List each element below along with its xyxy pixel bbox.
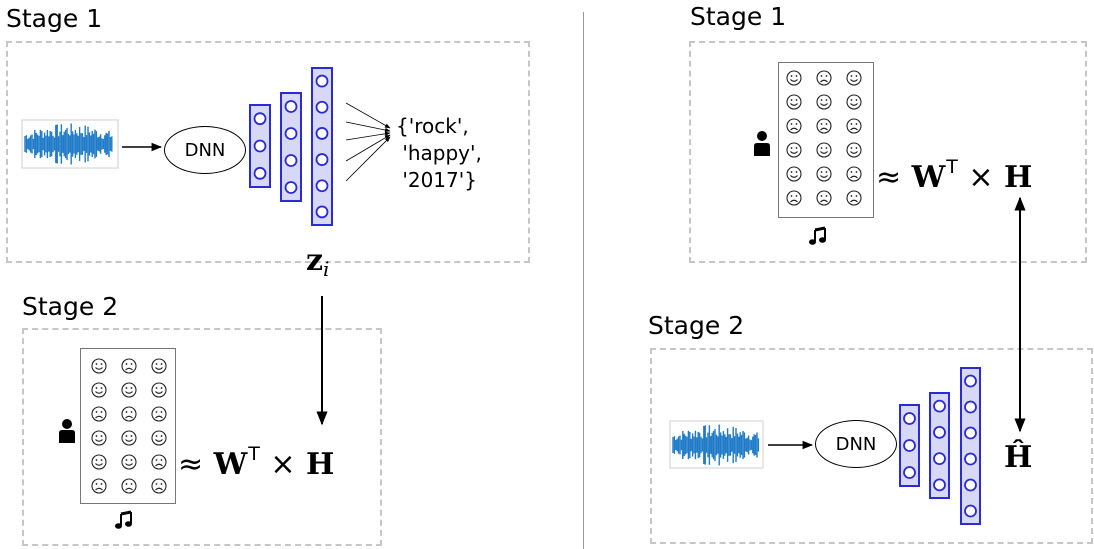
left-user-icon xyxy=(59,419,75,443)
left-factorization-equation: ≈ WT × H xyxy=(178,445,334,480)
approx-symbol: ≈ xyxy=(876,160,902,195)
right-stage2-box xyxy=(650,348,1093,544)
matrix-w: W xyxy=(911,160,946,195)
matrix-h: H xyxy=(1003,160,1033,195)
right-user-icon xyxy=(754,131,770,156)
left-network-icon xyxy=(249,67,333,226)
right-stage1-box xyxy=(689,41,1087,263)
estimated-h-label: Ĥ xyxy=(1004,440,1033,475)
matrix-w: W xyxy=(213,447,248,482)
left-output-fan xyxy=(345,102,391,182)
transpose-symbol: T xyxy=(248,443,260,465)
left-stage1-box xyxy=(6,41,530,263)
transpose-symbol: T xyxy=(946,156,958,178)
right-network-icon xyxy=(899,367,981,525)
right-factorization-equation: ≈ WT × H xyxy=(876,158,1032,193)
approx-symbol: ≈ xyxy=(178,447,204,482)
times-symbol: × xyxy=(270,447,296,482)
times-symbol: × xyxy=(968,160,994,195)
left-stage2-box xyxy=(22,328,382,546)
matrix-h: H xyxy=(305,447,335,482)
left-stage1-title: Stage 1 xyxy=(6,4,103,33)
right-music-note-icon xyxy=(809,226,826,245)
left-stage2-title: Stage 2 xyxy=(22,292,119,321)
left-tags-text: {'rock', 'happy', '2017'} xyxy=(396,114,482,192)
left-matrix-faces xyxy=(91,358,167,494)
right-stage1-title: Stage 1 xyxy=(690,2,787,31)
embedding-symbol: z xyxy=(306,243,324,278)
embedding-label: zi xyxy=(306,243,330,281)
embedding-subscript: i xyxy=(323,257,330,281)
left-waveform-icon xyxy=(21,119,119,169)
right-waveform-icon xyxy=(669,420,764,469)
right-stage2-title: Stage 2 xyxy=(648,311,745,340)
left-dnn-oval: DNN xyxy=(164,126,246,174)
left-music-note-icon xyxy=(115,510,132,529)
right-dnn-oval: DNN xyxy=(815,420,897,468)
right-matrix-faces xyxy=(786,70,862,206)
panel-divider xyxy=(583,12,584,549)
left-rating-matrix xyxy=(80,348,176,504)
